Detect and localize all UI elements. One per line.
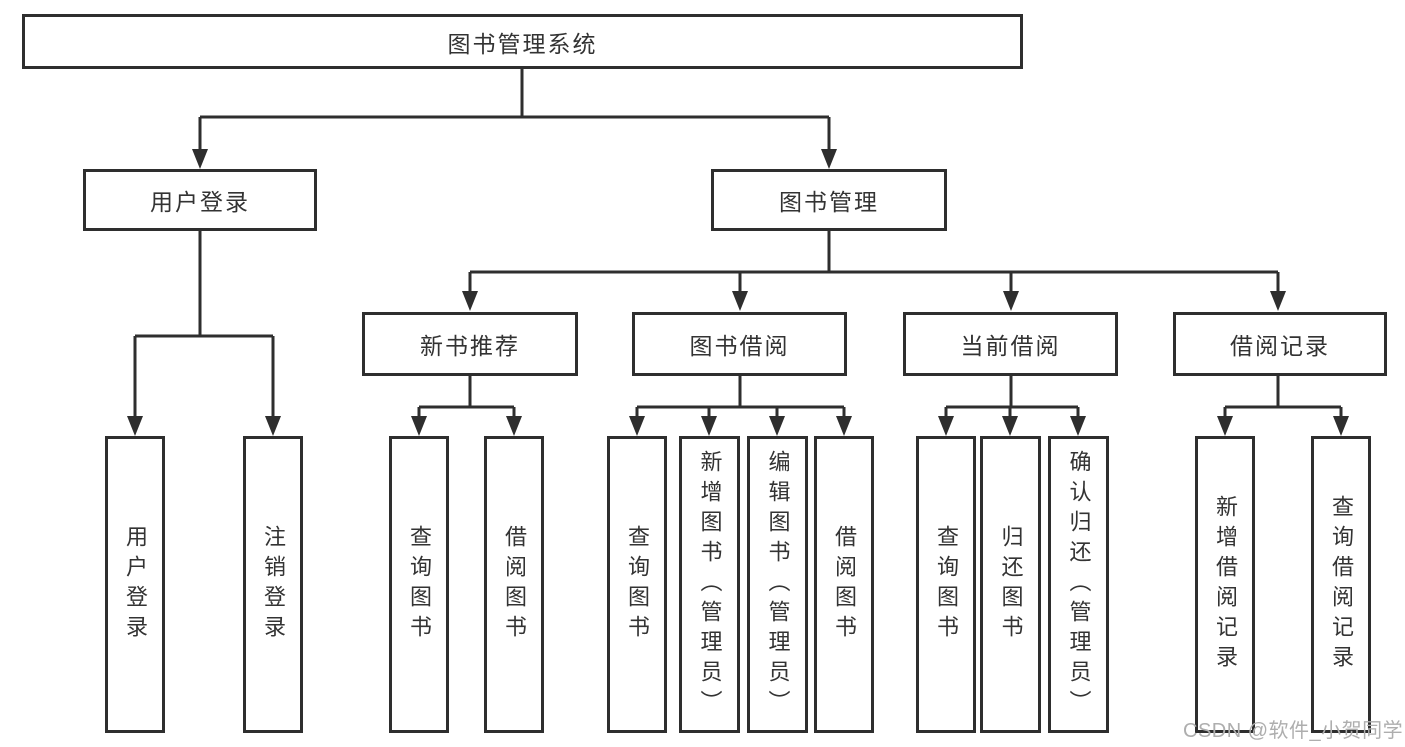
leaf-add-books-admin: 新增图书（管理员） <box>679 436 740 733</box>
leaf-query-books-borrow: 查询图书 <box>607 436 667 733</box>
leaf-logout: 注销登录 <box>243 436 303 733</box>
node-user-login: 用户登录 <box>83 169 317 231</box>
leaf-borrow-books-recommend: 借阅图书 <box>484 436 544 733</box>
leaf-user-login: 用户登录 <box>105 436 165 733</box>
leaf-query-books-current: 查询图书 <box>916 436 976 733</box>
leaf-query-books-recommend: 查询图书 <box>389 436 449 733</box>
node-new-book-recommendation: 新书推荐 <box>362 312 578 376</box>
leaf-borrow-books: 借阅图书 <box>814 436 874 733</box>
tree-edges <box>133 69 1343 418</box>
node-borrowing-records: 借阅记录 <box>1173 312 1387 376</box>
leaf-return-books: 归还图书 <box>980 436 1041 733</box>
node-current-borrowing: 当前借阅 <box>903 312 1118 376</box>
leaf-add-borrow-record: 新增借阅记录 <box>1195 436 1255 733</box>
arrowhead-icons <box>127 149 1349 436</box>
node-library-management-system: 图书管理系统 <box>22 14 1023 69</box>
leaf-edit-books-admin: 编辑图书（管理员） <box>747 436 808 733</box>
csdn-watermark: CSDN @软件_小贺同学 <box>1183 720 1404 742</box>
node-book-borrowing: 图书借阅 <box>632 312 847 376</box>
node-book-management: 图书管理 <box>711 169 947 231</box>
leaf-query-borrow-record: 查询借阅记录 <box>1311 436 1371 733</box>
leaf-confirm-return-admin: 确认归还（管理员） <box>1048 436 1109 733</box>
